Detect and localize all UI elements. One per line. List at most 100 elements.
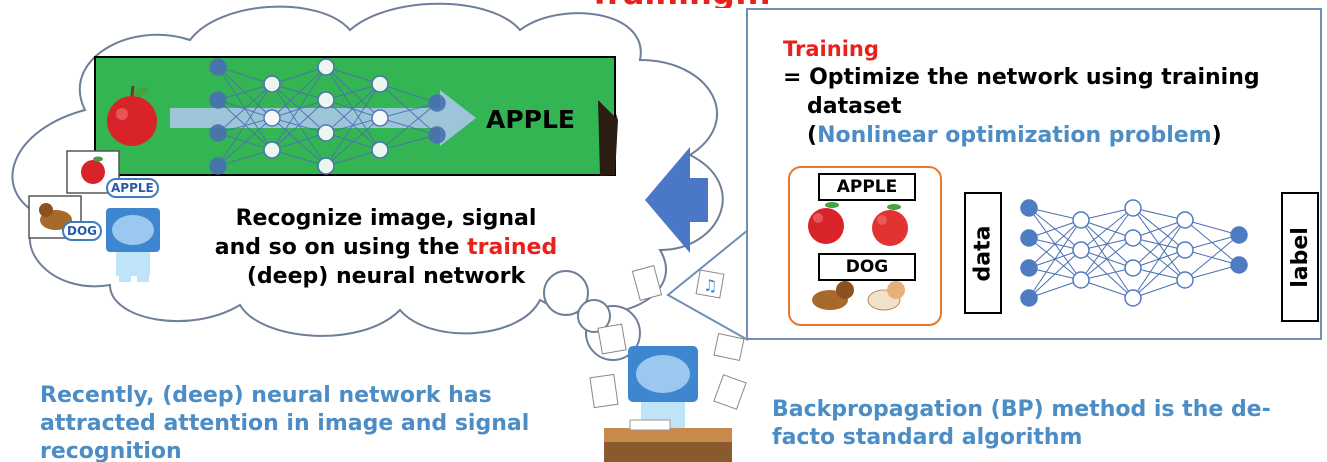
network-edge [217, 83, 273, 167]
network-node [1176, 271, 1194, 289]
network-edge [1132, 219, 1186, 269]
network-edge [1080, 267, 1134, 281]
network-edge [325, 66, 381, 85]
network-edge [325, 83, 381, 167]
network-node [371, 109, 389, 127]
network-edge [1132, 279, 1186, 299]
network-edge [1132, 249, 1186, 299]
dataset-dog-label: DOG [818, 253, 916, 281]
network-edge [1028, 249, 1082, 299]
recognize-line-2-highlight: trained [467, 235, 558, 260]
network-node [1176, 241, 1194, 259]
network-edge [1132, 219, 1186, 239]
network-node [371, 141, 389, 159]
recognize-caption: Recognize image, signal and so on using … [176, 204, 596, 291]
network-node [1124, 199, 1142, 217]
dataset-apple-label: APPLE [818, 173, 916, 201]
network-edge [379, 102, 438, 119]
network-edge [1080, 207, 1134, 251]
training-panel-drawing [788, 166, 1248, 326]
network-node [1230, 226, 1248, 244]
network-node [1072, 271, 1090, 289]
recognize-line-1: Recognize image, signal [235, 206, 537, 231]
network-node [1124, 229, 1142, 247]
doc-icons: ♫ [589, 265, 747, 410]
caption-right: Backpropagation (BP) method is the de-fa… [772, 397, 1271, 450]
thought-bubble-medium [543, 270, 589, 316]
network-edge [1080, 279, 1134, 299]
network-edge [379, 102, 438, 151]
network-node [371, 75, 389, 93]
network-node [209, 124, 227, 142]
network-node [209, 58, 227, 76]
board-apple-shape [107, 85, 157, 146]
network-edge [217, 117, 273, 167]
network-node [1124, 289, 1142, 307]
network-node [317, 157, 335, 175]
network-edge [379, 134, 438, 151]
data-label-text: data [970, 225, 996, 281]
network-edge [1080, 207, 1134, 221]
network-edge [271, 149, 327, 167]
network-node [1230, 256, 1248, 274]
network-node [317, 91, 335, 109]
network-node [1020, 229, 1038, 247]
network-node [1072, 211, 1090, 229]
network-edge [1028, 219, 1082, 299]
dataset-apples [808, 202, 908, 246]
network-edge [1080, 237, 1134, 281]
recognize-line-3: (deep) neural network [246, 264, 526, 289]
network-node [209, 157, 227, 175]
network-edge [271, 66, 327, 85]
network-edge [271, 132, 327, 151]
page-title: Training... [520, 0, 840, 8]
network-edge [1028, 219, 1082, 239]
network-edge [271, 99, 327, 151]
big-left-arrow [645, 147, 708, 253]
network-edge [1132, 219, 1186, 299]
thought-bubble-small [577, 299, 611, 333]
network-edge [1028, 207, 1082, 221]
network-edge [379, 83, 438, 136]
network-edge [1184, 219, 1240, 236]
panel-neural-network [1020, 199, 1248, 307]
network-node [1176, 211, 1194, 229]
network-node [209, 91, 227, 109]
network-edge [379, 83, 438, 104]
training-panel: Training = Optimize the network using tr… [746, 8, 1322, 340]
robot-figure-small [106, 208, 160, 282]
network-edge [271, 66, 327, 151]
recognize-line-2-prefix: and so on using the [214, 235, 468, 260]
training-heading: Training [783, 37, 879, 61]
label-label-box: label [1281, 192, 1319, 322]
paren-close: ) [1211, 123, 1222, 148]
paren-open: ( [807, 123, 818, 148]
recognize-line-2: and so on using the trained [176, 233, 596, 262]
network-edge [1028, 219, 1082, 269]
network-node [317, 124, 335, 142]
network-edge [217, 149, 273, 167]
network-edge [217, 83, 273, 101]
board-apple-label: APPLE [486, 105, 576, 134]
network-edge [1080, 207, 1134, 281]
network-node [263, 109, 281, 127]
caption-left: Recently, (deep) neural network has attr… [40, 383, 530, 462]
network-node [1020, 289, 1038, 307]
nonlinear-highlight: Nonlinear optimization problem [817, 123, 1212, 148]
network-node [1072, 241, 1090, 259]
network-edge [325, 83, 381, 101]
network-edge [1132, 207, 1186, 221]
training-desc-line-1: = Optimize the network using training [783, 65, 1260, 90]
network-node [263, 75, 281, 93]
network-edge [1184, 234, 1240, 251]
dataset-dogs [812, 281, 905, 311]
network-node [317, 58, 335, 76]
network-node [263, 141, 281, 159]
data-label-box: data [964, 192, 1002, 314]
network-edge [1184, 264, 1240, 281]
mini-apple-tag: APPLE [106, 178, 159, 198]
network-node [1124, 259, 1142, 277]
robot-figure-desk [604, 346, 732, 462]
network-edge [217, 66, 273, 85]
